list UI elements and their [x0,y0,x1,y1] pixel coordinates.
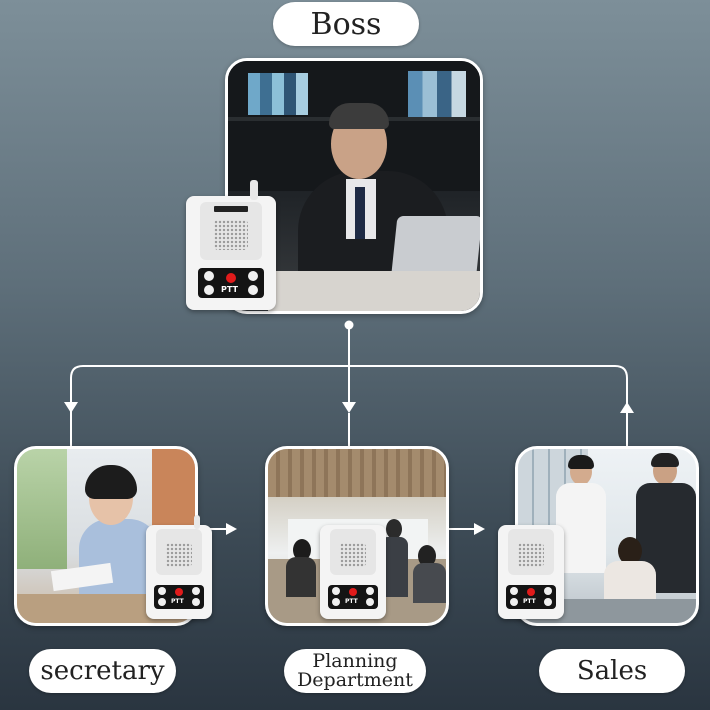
boss-junction-dot [344,320,354,330]
boss-label-text: Boss [310,6,382,42]
arrow-right-sales [474,523,485,535]
planning-label-line2: Department [297,669,413,691]
arrow-down-planning [342,402,356,413]
planning-department-label: Planning Department [284,649,426,693]
ptt-label: PTT [523,598,536,605]
ptt-intercom-device-boss: PTT [186,180,276,310]
ptt-button-icon [175,588,183,596]
secretary-label: secretary [29,649,176,693]
ptt-label: PTT [345,598,358,605]
ptt-button-icon [226,273,236,283]
plus-button-icon [248,271,258,281]
down-button-icon [204,285,214,295]
arrow-up-sales [620,402,634,413]
secretary-label-text: secretary [40,656,165,686]
boss-photo [225,58,483,314]
ptt-button-icon [527,588,535,596]
control-panel: PTT [154,585,204,609]
control-panel: PTT [506,585,556,609]
planning-label-line1: Planning [312,650,398,672]
sales-label-text: Sales [576,656,648,686]
boss-label: Boss [273,2,419,46]
speaker-grill [340,543,366,567]
speaker-grill [214,220,248,250]
arrow-down-secretary [64,402,78,413]
ptt-button-icon [349,588,357,596]
minus-button-icon [248,285,258,295]
speaker-grill [518,543,544,567]
control-panel: PTT [198,268,264,298]
up-button-icon [204,271,214,281]
bus-line [70,365,628,413]
ptt-intercom-device-sales: PTT [498,525,564,619]
ptt-label: PTT [171,598,184,605]
speaker-grill [166,543,192,567]
ptt-intercom-device-planning: PTT [320,525,386,619]
control-panel: PTT [328,585,378,609]
sales-label: Sales [539,649,685,693]
ptt-label: PTT [221,285,238,294]
arrow-right-planning [226,523,237,535]
ptt-intercom-device-secretary: PTT [146,515,212,619]
